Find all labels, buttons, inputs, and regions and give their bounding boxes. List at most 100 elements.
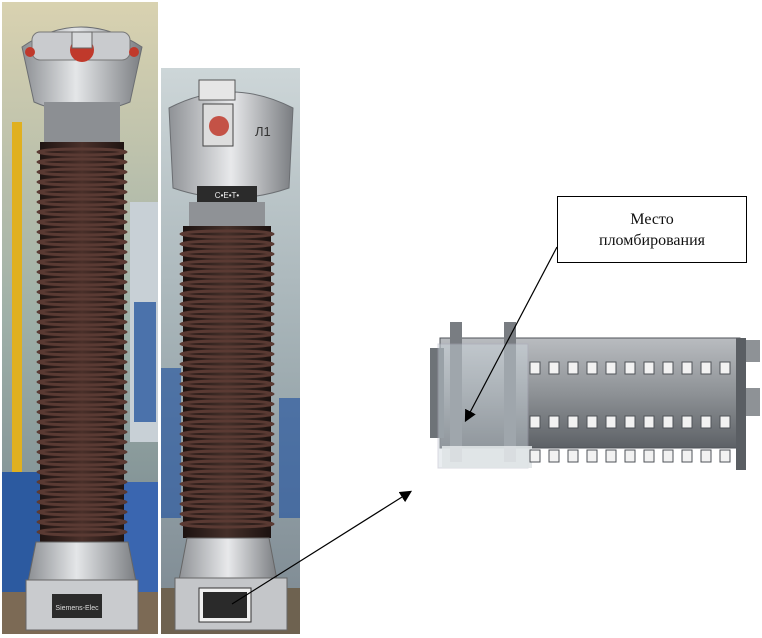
terminal-block-render [430, 318, 762, 478]
insulator-shed [179, 239, 275, 249]
terminal-screw [662, 415, 674, 429]
insulator-shed [179, 279, 275, 289]
insulator-shed [36, 507, 128, 517]
terminal-screw [605, 415, 617, 429]
insulator-shed [179, 399, 275, 409]
insulator-shed [179, 309, 275, 319]
terminal-screw [681, 449, 693, 463]
terminal-screw [624, 449, 636, 463]
insulator-shed [179, 229, 275, 239]
head-plate-text: С•Е•Т• [215, 191, 240, 200]
terminal-screw [529, 415, 541, 429]
insulator-shed [36, 407, 128, 417]
insulator-shed [179, 289, 275, 299]
transformer-photo-left: Siemens-Elec [2, 2, 158, 634]
insulator-shed [36, 297, 128, 307]
terminal-screw [567, 415, 579, 429]
insulator-shed [36, 227, 128, 237]
insulator-shed [36, 337, 128, 347]
insulator-shed [179, 369, 275, 379]
terminal-screw [700, 415, 712, 429]
insulator-shed [36, 327, 128, 337]
insulator-shed [36, 457, 128, 467]
insulator-shed [36, 247, 128, 257]
terminal-screw [643, 415, 655, 429]
insulator-shed [36, 477, 128, 487]
insulator-shed [179, 469, 275, 479]
terminal-screw [586, 449, 598, 463]
insulator-shed [36, 237, 128, 247]
insulator-shed [36, 397, 128, 407]
insulator-shed [36, 447, 128, 457]
terminal-screw [567, 361, 579, 375]
terminal-screw [586, 415, 598, 429]
nameplate-text: Siemens-Elec [55, 605, 99, 612]
insulator-shed [36, 187, 128, 197]
terminal-screw [681, 361, 693, 375]
insulator-shed [36, 377, 128, 387]
callout-label-box: Место пломбирования [557, 196, 747, 263]
phase-label: Л1 [255, 124, 271, 139]
insulator-shed [179, 349, 275, 359]
terminal-screw [529, 449, 541, 463]
terminal-screw [586, 361, 598, 375]
transformer-illustration-left: Siemens-Elec [2, 2, 158, 634]
terminal-screw [548, 415, 560, 429]
insulator-shed [36, 157, 128, 167]
insulator-shed [36, 347, 128, 357]
terminal-screw [624, 415, 636, 429]
insulator-shed [179, 419, 275, 429]
insulator-shed [179, 269, 275, 279]
terminal-screw [643, 449, 655, 463]
terminal-screw [548, 361, 560, 375]
terminal-block-illustration [430, 322, 760, 470]
insulator-shed [179, 389, 275, 399]
insulator-shed [36, 217, 128, 227]
transformer-illustration-middle: Л1 С•Е•Т• [161, 68, 300, 634]
insulator-shed [36, 487, 128, 497]
insulator-shed [36, 287, 128, 297]
insulator-shed [36, 177, 128, 187]
transformer-photo-middle: Л1 С•Е•Т• [161, 68, 300, 634]
insulator-shed [179, 319, 275, 329]
terminal-screw [548, 449, 560, 463]
insulator-shed [179, 459, 275, 469]
terminal-screw [605, 361, 617, 375]
terminal-screw [719, 361, 731, 375]
insulator-shed [36, 497, 128, 507]
terminal-screw [662, 361, 674, 375]
terminal-screw [529, 361, 541, 375]
insulator-shed [179, 479, 275, 489]
insulator-shed [36, 197, 128, 207]
insulator-shed [36, 167, 128, 177]
terminal-screw [700, 449, 712, 463]
insulator-shed [179, 259, 275, 269]
insulator-shed [36, 257, 128, 267]
insulator-shed [179, 429, 275, 439]
terminal-screw [700, 361, 712, 375]
insulator-shed [36, 207, 128, 217]
insulator-shed [36, 307, 128, 317]
insulator-shed [36, 367, 128, 377]
insulator-shed [36, 387, 128, 397]
terminal-screw [681, 415, 693, 429]
terminal-screw [719, 449, 731, 463]
terminal-screw [567, 449, 579, 463]
insulator-shed [179, 409, 275, 419]
insulator-shed [36, 427, 128, 437]
insulator-shed [179, 249, 275, 259]
insulator-shed [179, 299, 275, 309]
insulator-shed [36, 467, 128, 477]
terminal-screw [605, 449, 617, 463]
insulator-shed [179, 329, 275, 339]
insulator-shed [36, 147, 128, 157]
insulator-shed [179, 379, 275, 389]
insulator-shed [36, 417, 128, 427]
insulator-shed [36, 527, 128, 537]
insulator-shed [179, 439, 275, 449]
insulator-shed [36, 357, 128, 367]
callout-line-2: пломбирования [599, 231, 705, 249]
insulator-shed [36, 437, 128, 447]
terminal-screw [624, 361, 636, 375]
insulator-shed [179, 449, 275, 459]
